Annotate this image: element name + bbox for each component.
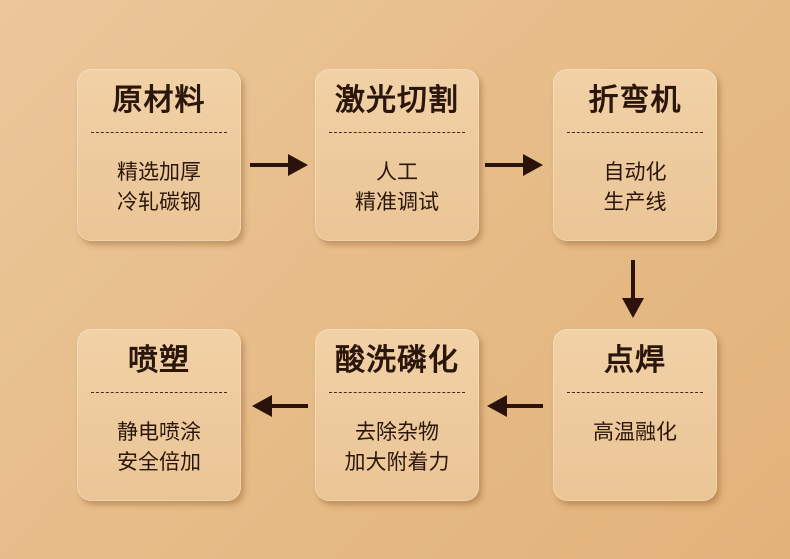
step-card-laser-cutting: 激光切割 人工 精准调试 [315, 69, 479, 241]
arrow-right-icon [250, 152, 310, 178]
step-title: 折弯机 [588, 83, 682, 118]
dashed-divider [567, 392, 703, 393]
step-description-line: 加大附着力 [344, 450, 450, 474]
step-card-bending-machine: 折弯机 自动化 生产线 [553, 69, 717, 241]
step-description-line: 精选加厚 [117, 160, 201, 184]
dashed-divider [567, 132, 703, 133]
step-description: 精选加厚 冷轧碳钢 [77, 157, 241, 217]
step-description-line: 高温融化 [593, 420, 677, 444]
step-description: 自动化 生产线 [553, 157, 717, 217]
arrow-left-icon [485, 393, 545, 419]
step-description-line: 去除杂物 [355, 420, 439, 444]
step-description: 人工 精准调试 [315, 157, 479, 217]
step-description: 去除杂物 加大附着力 [315, 417, 479, 477]
dashed-divider [91, 132, 227, 133]
step-description: 静电喷涂 安全倍加 [77, 417, 241, 477]
arrow-down-icon [620, 260, 646, 320]
dashed-divider [91, 392, 227, 393]
dashed-divider [329, 132, 465, 133]
step-description-line: 人工 [376, 160, 418, 184]
step-card-pickling-phosphating: 酸洗磷化 去除杂物 加大附着力 [315, 329, 479, 501]
step-card-powder-coating: 喷塑 静电喷涂 安全倍加 [77, 329, 241, 501]
step-card-spot-welding: 点焊 高温融化 [553, 329, 717, 501]
step-description-line: 生产线 [603, 190, 667, 214]
step-title: 酸洗磷化 [335, 343, 459, 378]
step-description-line: 静电喷涂 [117, 420, 201, 444]
step-description-line: 冷轧碳钢 [117, 190, 201, 214]
step-title: 激光切割 [335, 83, 459, 118]
step-description-line: 自动化 [603, 160, 667, 184]
step-title: 原材料 [112, 83, 206, 118]
arrow-right-icon [485, 152, 545, 178]
step-card-raw-material: 原材料 精选加厚 冷轧碳钢 [77, 69, 241, 241]
step-title: 喷塑 [128, 343, 190, 378]
arrow-left-icon [250, 393, 310, 419]
step-title: 点焊 [604, 343, 666, 378]
dashed-divider [329, 392, 465, 393]
step-description-line: 精准调试 [355, 190, 439, 214]
step-description: 高温融化 [553, 417, 717, 447]
step-description-line: 安全倍加 [117, 450, 201, 474]
